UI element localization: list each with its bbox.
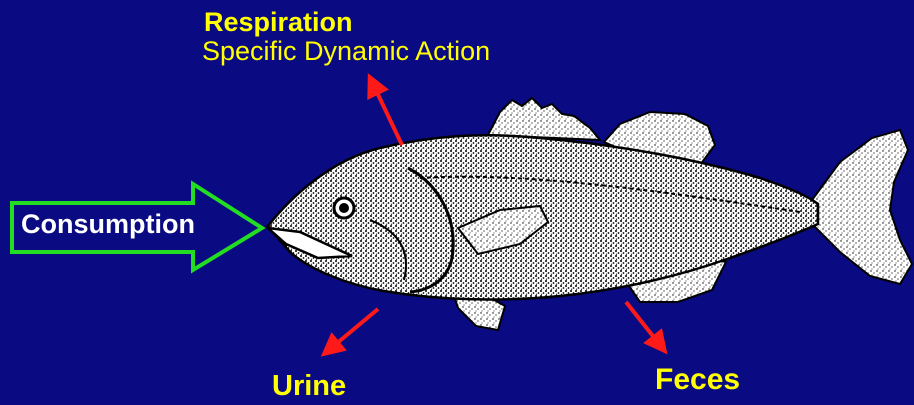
urine-arrow-icon — [330, 309, 378, 349]
consumption-label: Consumption — [21, 211, 195, 238]
respiration-label: Respiration — [204, 9, 353, 36]
caudal-fin — [812, 130, 912, 284]
largemouth-bass-illustration — [268, 98, 912, 330]
specific-dynamic-action-label: Specific Dynamic Action — [202, 38, 490, 65]
pupil — [339, 203, 349, 213]
urine-label: Urine — [272, 372, 346, 401]
feces-label: Feces — [655, 365, 740, 395]
respiration-arrow-icon — [373, 84, 402, 145]
spiny-dorsal-fin — [488, 98, 600, 140]
feces-arrow-icon — [626, 302, 660, 345]
